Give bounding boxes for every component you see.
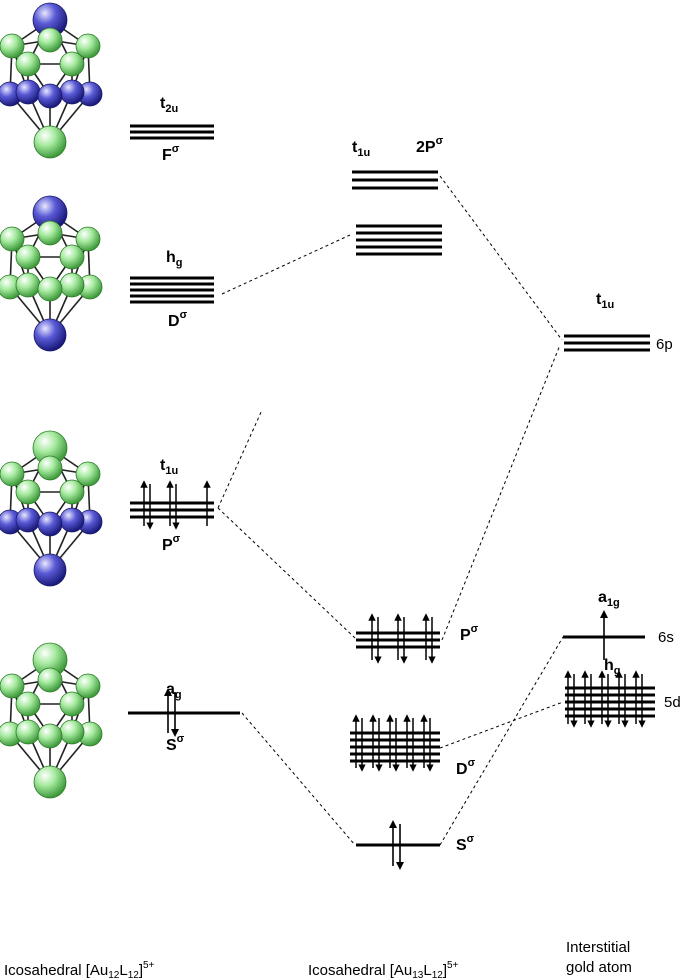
icosahedron-cluster-sphere-icon <box>37 27 63 53</box>
svg-text:Dσ: Dσ <box>168 309 188 330</box>
icosahedron-cluster-sphere-icon <box>0 673 25 699</box>
middle-level-d-upper <box>356 224 442 256</box>
svg-text:2Pσ: 2Pσ <box>416 135 444 156</box>
middle-level-d: Dσ <box>350 714 476 778</box>
icosahedron-cluster-sphere-icon <box>15 272 41 298</box>
icosahedron-cluster-sphere-icon <box>37 455 63 481</box>
icosahedron-cluster-sphere-icon <box>33 553 67 587</box>
icosahedron-cluster-sphere-icon <box>59 719 85 745</box>
icosahedron-cluster-sphere-icon <box>59 691 85 717</box>
icosahedron-cluster-sphere-icon <box>59 51 85 77</box>
svg-text:Sσ: Sσ <box>166 733 185 754</box>
icosahedron-cluster-sphere-icon <box>37 723 63 749</box>
middle-level-p: Pσ <box>356 613 479 664</box>
icosahedron-cluster-sphere-icon <box>15 691 41 717</box>
icosahedron-cluster-sphere-icon <box>0 226 25 252</box>
left-level-ag: ag Sσ <box>128 681 240 754</box>
middle-level-2p: t1u 2Pσ <box>352 135 444 190</box>
svg-text:ag: ag <box>166 681 182 701</box>
svg-text:a1g: a1g <box>598 589 620 609</box>
svg-text:t2u: t2u <box>160 95 178 115</box>
svg-text:Pσ: Pσ <box>460 623 479 644</box>
right-level-t1u: t1u 6p <box>564 291 673 353</box>
icosahedron-cluster-sphere-icon <box>37 667 63 693</box>
right-level-a1g: a1g 6s <box>563 589 674 660</box>
icosahedron-cluster-sphere-icon <box>15 79 41 105</box>
cluster-column <box>0 2 103 799</box>
icosahedron-cluster-sphere-icon <box>15 51 41 77</box>
left-level-hg: hg Dσ <box>130 249 214 330</box>
cluster-icosahedron-1 <box>0 2 103 159</box>
icosahedron-cluster-sphere-icon <box>59 479 85 505</box>
caption-middle: Icosahedral [Au13L12]5+ <box>308 960 459 980</box>
caption-right-line1: Interstitial <box>566 939 630 956</box>
correlation-lines <box>217 175 564 846</box>
svg-text:t1u: t1u <box>596 291 614 311</box>
icosahedron-cluster-sphere-icon <box>37 511 63 537</box>
svg-text:Dσ: Dσ <box>456 757 476 778</box>
caption-left: Icosahedral [Au12L12]5+ <box>4 960 155 980</box>
icosahedron-cluster-sphere-icon <box>15 479 41 505</box>
icosahedron-cluster-sphere-icon <box>59 244 85 270</box>
icosahedron-cluster-sphere-icon <box>37 276 63 302</box>
icosahedron-cluster-sphere-icon <box>15 507 41 533</box>
icosahedron-cluster-sphere-icon <box>75 673 101 699</box>
svg-text:t1u: t1u <box>352 139 370 159</box>
icosahedron-cluster-sphere-icon <box>59 79 85 105</box>
svg-text:Fσ: Fσ <box>162 143 180 164</box>
icosahedron-cluster-sphere-icon <box>15 719 41 745</box>
cluster-icosahedron-4 <box>0 642 103 799</box>
svg-text:6s: 6s <box>658 629 674 646</box>
left-level-t2u: t2u Fσ <box>130 95 214 164</box>
icosahedron-cluster-sphere-icon <box>0 461 25 487</box>
right-level-hg: hg 5d <box>564 657 681 728</box>
icosahedron-cluster-sphere-icon <box>59 272 85 298</box>
svg-text:Sσ: Sσ <box>456 833 475 854</box>
svg-text:hg: hg <box>166 249 183 269</box>
icosahedron-cluster-sphere-icon <box>15 244 41 270</box>
icosahedron-cluster-sphere-icon <box>33 765 67 799</box>
icosahedron-cluster-sphere-icon <box>59 507 85 533</box>
icosahedron-cluster-sphere-icon <box>0 33 25 59</box>
cluster-icosahedron-3 <box>0 430 103 587</box>
svg-text:Pσ: Pσ <box>162 533 181 554</box>
icosahedron-cluster-sphere-icon <box>33 318 67 352</box>
svg-text:5d: 5d <box>664 694 681 711</box>
cluster-icosahedron-2 <box>0 195 103 352</box>
svg-text:t1u: t1u <box>160 457 178 477</box>
icosahedron-cluster-sphere-icon <box>37 220 63 246</box>
icosahedron-cluster-sphere-icon <box>37 83 63 109</box>
icosahedron-cluster-sphere-icon <box>75 461 101 487</box>
left-level-t1u: t1u Pσ <box>130 457 214 554</box>
svg-text:6p: 6p <box>656 336 673 353</box>
svg-text:hg: hg <box>604 657 621 677</box>
icosahedron-cluster-sphere-icon <box>33 125 67 159</box>
icosahedron-cluster-sphere-icon <box>75 226 101 252</box>
middle-level-s: Sσ <box>356 820 475 870</box>
caption-right-line2: gold atom <box>566 959 632 976</box>
icosahedron-cluster-sphere-icon <box>75 33 101 59</box>
